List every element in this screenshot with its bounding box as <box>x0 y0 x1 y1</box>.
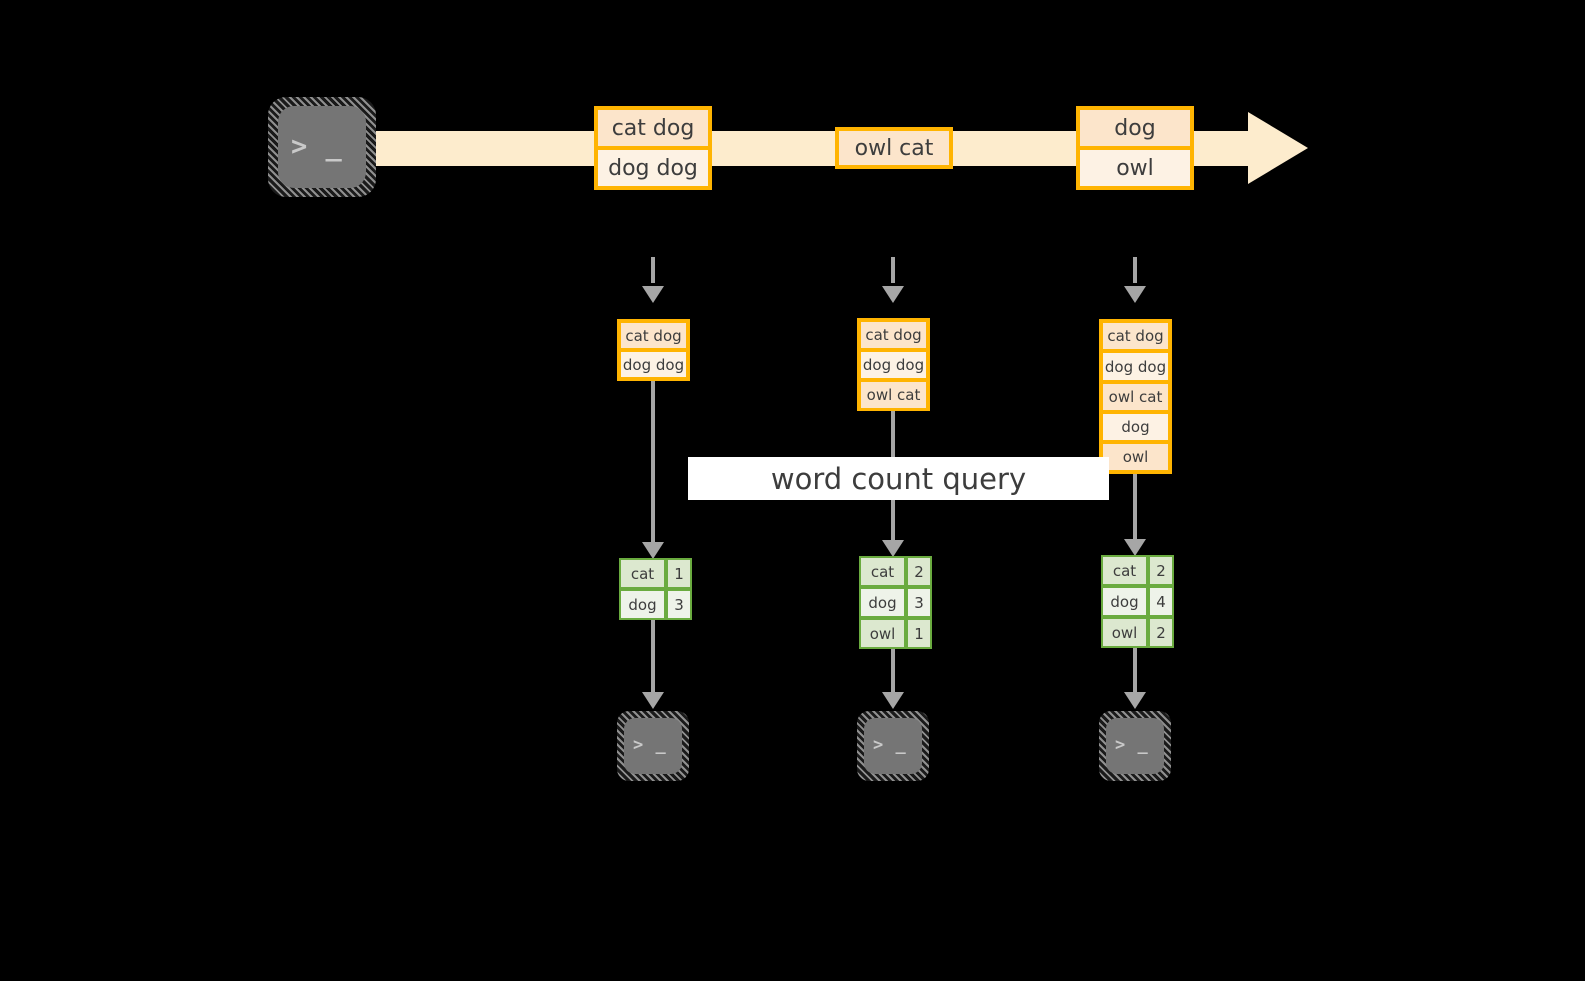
terminal-prompt-glyph: > _ <box>291 130 343 162</box>
stream-arrowhead-icon <box>1248 112 1308 184</box>
stream-batch-3: dog owl <box>1076 106 1194 190</box>
accumulated-state-1: cat dog dog dog <box>617 319 690 381</box>
trigger-arrowhead-icon <box>1124 286 1146 303</box>
result-word: cat <box>1101 555 1148 586</box>
table-row: dog 3 <box>619 589 692 620</box>
terminal-prompt-glyph: > _ <box>633 734 667 755</box>
result-count: 3 <box>666 589 692 620</box>
table-row: cat 2 <box>1101 555 1174 586</box>
terminal-screen: > _ <box>624 718 682 774</box>
result-count: 1 <box>906 618 932 649</box>
terminal-screen: > _ <box>278 106 366 188</box>
stream-event: dog <box>1078 108 1192 148</box>
sink-arrowhead-icon <box>642 692 664 709</box>
trigger-connector-dashed <box>651 257 655 283</box>
sink-terminal-icon-3: > _ <box>1099 711 1171 781</box>
trigger-arrowhead-icon <box>882 286 904 303</box>
accumulated-event: dog dog <box>1101 351 1170 382</box>
terminal-screen: > _ <box>864 718 922 774</box>
trigger-connector-dashed <box>891 257 895 283</box>
result-word: owl <box>859 618 906 649</box>
terminal-prompt-glyph: > _ <box>873 734 907 755</box>
result-word: cat <box>859 556 906 587</box>
source-terminal-icon: > _ <box>268 97 376 197</box>
result-table-2: cat 2 dog 3 owl 1 <box>859 556 932 649</box>
accumulated-event: owl cat <box>1101 382 1170 412</box>
result-table-3: cat 2 dog 4 owl 2 <box>1101 555 1174 648</box>
result-word: dog <box>619 589 666 620</box>
sink-terminal-icon-1: > _ <box>617 711 689 781</box>
stream-batch-2: owl cat <box>835 127 953 169</box>
result-word: dog <box>859 587 906 618</box>
result-count: 4 <box>1148 586 1174 617</box>
result-count: 2 <box>1148 555 1174 586</box>
result-count: 2 <box>906 556 932 587</box>
accumulated-event: dog dog <box>859 350 928 380</box>
stream-batch-1: cat dog dog dog <box>594 106 712 190</box>
query-arrowhead-icon <box>642 542 664 559</box>
table-row: owl 2 <box>1101 617 1174 648</box>
result-count: 1 <box>666 558 692 589</box>
sink-terminal-icon-2: > _ <box>857 711 929 781</box>
sink-connector-1 <box>651 620 655 698</box>
sink-connector-2 <box>891 649 895 698</box>
result-word: cat <box>619 558 666 589</box>
table-row: dog 3 <box>859 587 932 618</box>
stream-event: owl cat <box>837 129 951 167</box>
query-arrowhead-icon <box>882 540 904 557</box>
sink-connector-3 <box>1133 648 1137 698</box>
sink-arrowhead-icon <box>1124 692 1146 709</box>
result-table-1: cat 1 dog 3 <box>619 558 692 620</box>
table-row: cat 2 <box>859 556 932 587</box>
result-count: 2 <box>1148 617 1174 648</box>
stream-event: dog dog <box>596 148 710 188</box>
table-row: dog 4 <box>1101 586 1174 617</box>
accumulated-state-3: cat dog dog dog owl cat dog owl <box>1099 319 1172 474</box>
table-row: owl 1 <box>859 618 932 649</box>
accumulated-event: cat dog <box>1101 321 1170 351</box>
terminal-prompt-glyph: > _ <box>1115 734 1149 755</box>
accumulated-event: cat dog <box>859 320 928 350</box>
accumulated-event: owl cat <box>859 380 928 410</box>
trigger-arrowhead-icon <box>642 286 664 303</box>
accumulated-event: cat dog <box>619 321 688 350</box>
accumulated-state-2: cat dog dog dog owl cat <box>857 318 930 411</box>
result-count: 3 <box>906 587 932 618</box>
query-connector-1 <box>651 381 655 548</box>
query-label-banner: word count query <box>688 457 1109 500</box>
sink-arrowhead-icon <box>882 692 904 709</box>
query-arrowhead-icon <box>1124 539 1146 556</box>
result-word: dog <box>1101 586 1148 617</box>
accumulated-event: dog dog <box>619 350 688 379</box>
terminal-screen: > _ <box>1106 718 1164 774</box>
query-connector-3 <box>1133 474 1137 544</box>
accumulated-event: owl <box>1101 442 1170 472</box>
accumulated-event: dog <box>1101 412 1170 442</box>
stream-event: cat dog <box>596 108 710 148</box>
stream-event: owl <box>1078 148 1192 188</box>
trigger-connector-dashed <box>1133 257 1137 283</box>
result-word: owl <box>1101 617 1148 648</box>
table-row: cat 1 <box>619 558 692 589</box>
